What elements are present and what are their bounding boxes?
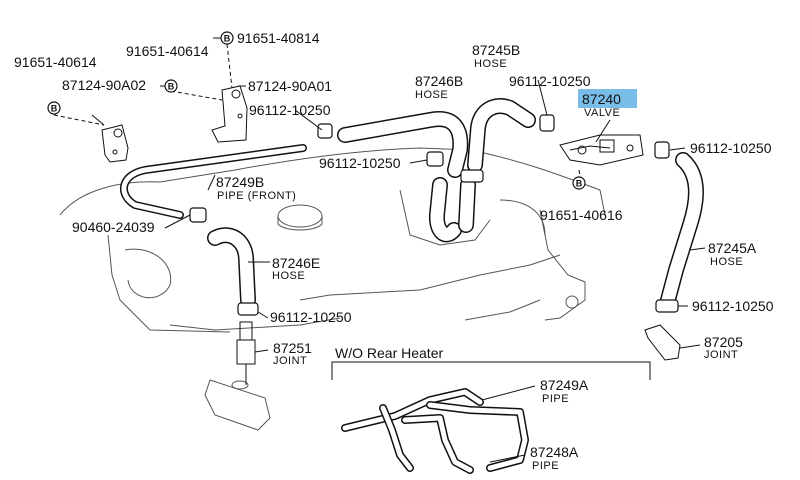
bolt-icon: B [47, 101, 61, 115]
valve-87240-shape [559, 134, 644, 166]
section-frame [331, 361, 651, 380]
part-name-joint: JOINT [704, 349, 738, 361]
svg-text:B: B [576, 179, 583, 189]
bracket-87124-90A01-shape [211, 85, 248, 143]
engine-outlet-pipes [428, 177, 476, 243]
part-name-valve: VALVE [584, 107, 620, 119]
part-label-91651-40614[interactable]: 91651-40614 [126, 43, 209, 59]
part-label-87124-90A02[interactable]: 87124-90A02 [62, 77, 146, 93]
part-label-96112-10250[interactable]: 96112-10250 [270, 309, 352, 325]
bracket-87124-90A02-shape [101, 124, 129, 163]
svg-text:B: B [51, 104, 58, 114]
part-label-96112-10250[interactable]: 96112-10250 [692, 298, 774, 314]
part-label-87124-90A01[interactable]: 87124-90A01 [248, 78, 332, 94]
part-name-hose: HOSE [710, 256, 743, 268]
part-highlight [578, 89, 637, 108]
part-label-87240[interactable]: 87240 [582, 91, 621, 107]
part-label-87248A[interactable]: 87248A [530, 444, 579, 460]
part-label-91651-40614[interactable]: 91651-40614 [14, 54, 97, 70]
section-title: W/O Rear Heater [335, 345, 443, 361]
part-label-96112-10250[interactable]: 96112-10250 [690, 140, 772, 156]
part-name-hose: HOSE [272, 270, 305, 282]
part-label-96112-10250[interactable]: 96112-10250 [319, 155, 401, 171]
part-name-pipe: PIPE [542, 393, 569, 405]
part-label-87245A[interactable]: 87245A [708, 240, 757, 256]
part-label-87246B[interactable]: 87246B [415, 73, 463, 89]
hose-87246E-shape [207, 227, 256, 308]
part-name-joint: JOINT [273, 355, 307, 367]
hose-87245A-shape [660, 152, 704, 308]
bolt-icon: B [220, 31, 234, 45]
part-label-96112-10250[interactable]: 96112-10250 [509, 73, 591, 89]
pipe-87249A-shape [341, 388, 484, 472]
part-name-hose: HOSE [474, 58, 507, 70]
svg-text:B: B [168, 82, 175, 92]
part-label-87249B[interactable]: 87249B [216, 174, 264, 190]
bolt-icon: B [572, 176, 586, 190]
part-label-87249A[interactable]: 87249A [540, 377, 589, 393]
joint-87205-shape [644, 324, 681, 361]
part-name-pipe: PIPE [532, 460, 559, 472]
part-label-87245B[interactable]: 87245B [472, 42, 520, 58]
engine-block-outline [59, 147, 606, 431]
hose-87246B-shape [337, 111, 469, 178]
leader-lines [53, 37, 706, 463]
part-label-87205[interactable]: 87205 [704, 334, 743, 350]
bolt-icon: B [164, 79, 178, 93]
part-label-87251[interactable]: 87251 [273, 340, 312, 356]
part-name-pipe-front: PIPE (FRONT) [217, 190, 296, 202]
joint-87251-shape [236, 321, 256, 385]
part-label-90460-24039[interactable]: 90460-24039 [72, 219, 155, 235]
part-label-87246E[interactable]: 87246E [272, 255, 320, 271]
part-label-91651-40616[interactable]: 91651-40616 [540, 207, 623, 223]
svg-text:B: B [224, 34, 231, 44]
hose-87245B-shape [467, 98, 536, 173]
part-label-91651-40814[interactable]: 91651-40814 [237, 30, 320, 46]
part-name-hose: HOSE [415, 89, 448, 101]
pipe-87249B-shape [119, 144, 307, 219]
part-label-96112-10250[interactable]: 96112-10250 [249, 102, 331, 118]
pipe-87248A-shape [401, 401, 529, 474]
